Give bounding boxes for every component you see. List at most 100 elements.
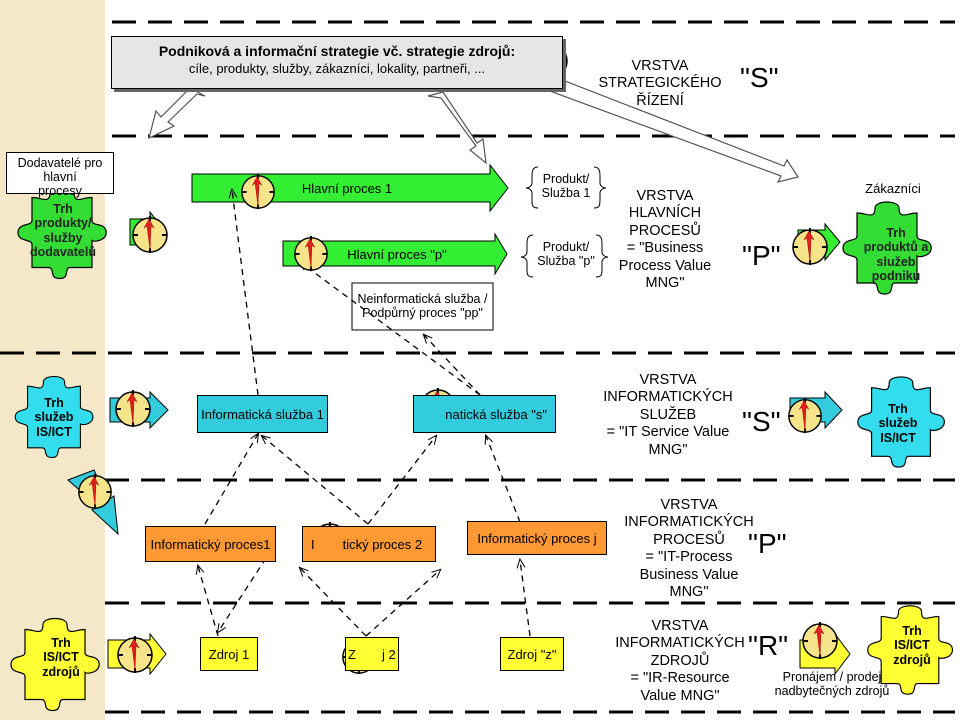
service-left-puzzle-line2: služeb (34, 410, 74, 425)
strategy-arrows (148, 75, 799, 183)
process-layer-line3: PROCESŮ (629, 222, 701, 239)
resource-left-puzzle-line2: IS/ICT (43, 650, 79, 665)
customers-label: Zákazníci (865, 181, 921, 196)
service-layer-code: "S" (742, 406, 781, 437)
customer-puzzle-text: Trh produktů a služeb podniku (858, 226, 934, 284)
itprocess-layer-line3: PROCESŮ (653, 531, 725, 548)
supplier-puzzle-line4: dodavatelů (30, 245, 96, 260)
it-process-2-prefix: I (311, 536, 315, 552)
service-layer-line1: VRSTVA (639, 372, 697, 388)
customer-puzzle-line2: produktů a (863, 240, 929, 255)
outsourcing-line2: nadbytečných zdrojů (774, 684, 890, 699)
customer-puzzle-line1: Trh (886, 226, 906, 240)
itprocess-layer-line4: = "IT-Process (645, 549, 733, 566)
supplier-puzzle-line3: služby (43, 230, 83, 245)
outsourcing-line1: Pronájem / prodej (782, 670, 882, 684)
left-margin-strip (0, 0, 105, 720)
main-process-p-label: Hlavní proces "p" (347, 247, 447, 262)
process-layer-label: VRSTVA HLAVNÍCH PROCESŮ = "Business Proc… (610, 188, 720, 292)
process-layer-line4: = "Business (626, 240, 704, 257)
resource-layer-label: VRSTVA INFORMATICKÝCH ZDROJŮ = "IR-Resou… (610, 618, 750, 705)
strategic-layer-code: "S" (740, 62, 779, 93)
it-process-j: Informatický proces j (467, 521, 607, 555)
resource-left-puzzle-line1: Trh (51, 636, 71, 650)
service-right-puzzle-line3: IS/ICT (880, 430, 916, 445)
it-process-1: Informatický proces1 (145, 526, 276, 562)
service-left-puzzle-text: Trh služeb IS/ICT (24, 396, 84, 439)
resource-left-puzzle-text: Trh IS/ICT zdrojů (25, 636, 97, 679)
strategic-layer-label: VRSTVA STRATEGICKÉHO ŘÍZENÍ (590, 58, 730, 110)
resource-right-puzzle-line1: Trh (902, 624, 922, 638)
strategic-layer-line1: VRSTVA (631, 58, 689, 74)
process-layer-code: "P" (742, 240, 781, 271)
strategy-subtitle: cíle, produkty, služby, zákazníci, lokal… (188, 61, 486, 76)
service-right-puzzle-line1: Trh (888, 402, 908, 416)
resource-1: Zdroj 1 (200, 637, 258, 671)
resource-left-puzzle-line3: zdrojů (42, 664, 80, 679)
resource-2: Z j 2 (345, 637, 399, 671)
product-p-line1: Produkt/ (542, 240, 590, 254)
process-layer-line1: VRSTVA (636, 188, 694, 204)
service-left-puzzle-line3: IS/ICT (36, 424, 72, 439)
itprocess-layer-line6: MNG" (669, 583, 709, 600)
dependency-arrows (198, 190, 531, 637)
main-process-1-label: Hlavní proces 1 (301, 181, 393, 196)
process-arrows (129, 163, 841, 276)
service-layer-label: VRSTVA INFORMATICKÝCH SLUŽEB = "IT Servi… (598, 372, 738, 459)
itprocess-layer-code: "P" (748, 528, 787, 559)
product-1-line1: Produkt/ (542, 172, 590, 186)
supplier-label-line1: Dodavatelé pro hlavní (17, 156, 103, 184)
supplier-puzzle-text: Trh produkty/ služby dodavatelů (30, 202, 96, 260)
resource-layer-line5: Value MNG" (640, 687, 720, 704)
strategic-layer-line2: STRATEGICKÉHO (598, 75, 722, 92)
customer-puzzle-line4: podniku (871, 269, 921, 284)
service-left-puzzle-line1: Trh (44, 396, 64, 410)
supplier-puzzle-line2: produkty/ (34, 216, 92, 231)
service-right-puzzle-text: Trh služeb IS/ICT (868, 402, 928, 445)
resource-layer-line3: ZDROJŮ (650, 652, 710, 669)
supplier-puzzle-line1: Trh (53, 202, 73, 216)
service-layer-line2: INFORMATICKÝCH (603, 389, 733, 406)
it-process-2: I tický proces 2 (302, 526, 436, 562)
resource-z: Zdroj "z" (500, 637, 564, 671)
resource-layer-line2: INFORMATICKÝCH (615, 635, 745, 652)
itprocess-layer-line1: VRSTVA (660, 497, 718, 513)
resource-right-puzzle-text: Trh IS/ICT zdrojů (876, 624, 948, 667)
resource-layer-line1: VRSTVA (651, 618, 709, 634)
itprocess-layer-line2: INFORMATICKÝCH (624, 514, 754, 531)
product-1-label: Produkt/ Služba 1 (536, 172, 596, 201)
it-service-s-label: natická služba "s" (445, 406, 547, 422)
it-process-2-label: tický proces 2 (342, 536, 423, 552)
support-process-label: Neinformatická služba / Podpůrný proces … (352, 292, 493, 321)
itprocess-layer-line5: Business Value (639, 566, 739, 583)
itprocess-layer-label: VRSTVA INFORMATICKÝCH PROCESŮ = "IT-Proc… (620, 497, 758, 601)
supplier-label-box: Dodavatelé pro hlavní procesy (6, 152, 114, 198)
product-1-line2: Služba 1 (541, 186, 591, 201)
it-service-s: natická služba "s" (413, 395, 556, 433)
service-layer-line4: = "IT Service Value (606, 424, 730, 441)
resource-2-prefix: Z (348, 646, 356, 662)
process-layer-line5: Process Value (618, 257, 712, 274)
support-process-line1: Neinformatická služba / (357, 292, 488, 306)
service-layer-line5: MNG" (648, 441, 688, 458)
resource-right-puzzle-line2: IS/ICT (894, 638, 930, 653)
product-p-label: Produkt/ Služba "p" (532, 240, 600, 269)
process-layer-line6: MNG" (645, 274, 685, 291)
support-process-shape (351, 282, 494, 331)
outsourcing-label: Pronájem / prodej nadbytečných zdrojů (764, 670, 900, 699)
layer-separators (0, 20, 955, 714)
service-layer-line3: SLUŽEB (639, 406, 697, 423)
strategy-title: Podniková a informační strategie vč. str… (158, 43, 516, 59)
strategy-box: Podniková a informační strategie vč. str… (111, 36, 563, 89)
customer-puzzle-line3: služeb (876, 254, 916, 269)
process-layer-line2: HLAVNÍCH (628, 205, 702, 222)
product-braces (520, 166, 609, 278)
it-service-1: Informatická služba 1 (197, 395, 328, 433)
strategic-layer-line3: ŘÍZENÍ (636, 92, 684, 109)
resource-2-label: j 2 (381, 646, 396, 662)
supplier-label-line2: procesy (38, 184, 82, 198)
resource-layer-line4: = "IR-Resource (630, 670, 730, 687)
support-process-line2: Podpůrný proces "pp" (362, 306, 483, 321)
resource-layer-code: "R" (748, 630, 789, 661)
